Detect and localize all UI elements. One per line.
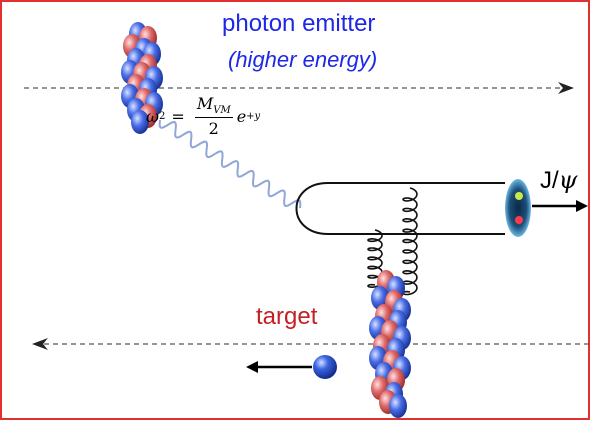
mass-symbol: M	[196, 94, 214, 113]
equals-sign: =	[171, 106, 185, 126]
charm-quark	[515, 192, 523, 200]
mass-fraction: MVM 2	[194, 94, 233, 139]
gluon-coil-right	[402, 187, 418, 296]
nucleon	[371, 286, 389, 310]
target-beam-arrowhead	[32, 338, 48, 350]
photon-wavy-line	[158, 119, 302, 209]
jpsi-label: J/ψ	[540, 166, 578, 195]
photon-emitter-label: photon emitter	[222, 10, 376, 37]
exp-base: e	[236, 106, 247, 126]
omega-subscript: 2	[159, 110, 166, 122]
nucleon	[131, 110, 149, 134]
emitter-nucleus	[121, 22, 163, 134]
quark-loop	[295, 182, 505, 235]
omega-symbol: ω	[146, 106, 160, 126]
anticharm-quark	[515, 216, 523, 224]
higher-energy-label: (higher energy)	[228, 47, 378, 72]
jpsi-label-psi: ψ	[558, 166, 578, 194]
emitter-beam-arrowhead	[558, 82, 574, 94]
gluon-coil-left	[367, 229, 383, 288]
nucleon	[389, 394, 407, 418]
recoil-proton	[313, 355, 337, 379]
jpsi-meson	[505, 179, 531, 237]
jpsi-arrowhead	[576, 200, 588, 212]
jpsi-label-prefix: J/	[540, 167, 559, 194]
recoil-arrowhead	[246, 361, 258, 373]
mass-subscript: VM	[213, 105, 231, 117]
fraction-denominator: 2	[208, 119, 219, 139]
target-label: target	[256, 303, 318, 330]
target-nucleus	[369, 270, 411, 418]
exp-power: +y	[246, 110, 261, 122]
